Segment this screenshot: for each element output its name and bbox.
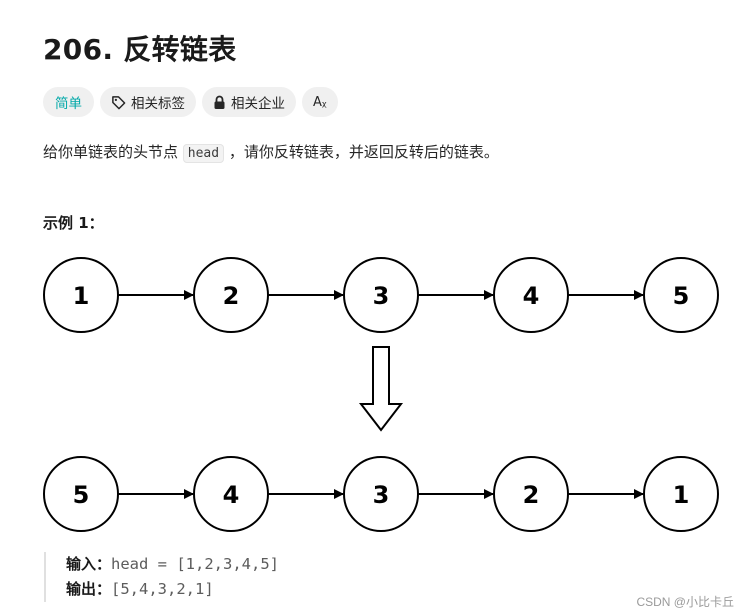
input-node-value: 3 [373, 282, 390, 310]
output-label: 输出： [66, 580, 112, 598]
input-node [643, 257, 719, 333]
translate-icon: Aᵪ [313, 94, 327, 110]
related-tags-label: 相关标签 [131, 96, 185, 112]
description-text-before: 给你单链表的头节点 [43, 143, 183, 161]
description-code: head [182, 144, 225, 163]
input-line: 输入：head = [1,2,3,4,5] [66, 552, 279, 577]
related-companies-label: 相关企业 [231, 96, 285, 112]
translate-button[interactable]: Aᵪ [302, 87, 338, 117]
watermark: CSDN @小比卡丘 [636, 595, 734, 609]
output-list: 5 4 3 2 1 [43, 456, 719, 532]
input-value: head = [1,2,3,4,5] [111, 555, 279, 573]
output-node-value: 1 [673, 481, 690, 509]
input-node [493, 257, 569, 333]
linked-list-diagram: 1 2 3 4 5 5 4 3 2 1 [43, 257, 719, 532]
reverse-arrow [358, 346, 404, 432]
tag-bar: 简单 相关标签 相关企业 Aᵪ [43, 87, 338, 117]
input-node-value: 4 [523, 282, 540, 310]
output-node-value: 4 [223, 481, 240, 509]
related-tags-button[interactable]: 相关标签 [100, 87, 196, 117]
input-node [193, 257, 269, 333]
output-node [493, 456, 569, 532]
problem-title: 206. 反转链表 [43, 33, 237, 66]
description-text-after: ，请你反转链表，并返回反转后的链表。 [224, 143, 499, 161]
output-node [193, 456, 269, 532]
problem-description: 给你单链表的头节点 head ，请你反转链表，并返回反转后的链表。 [43, 140, 499, 166]
input-node [343, 257, 419, 333]
output-node [643, 456, 719, 532]
lock-icon [213, 95, 226, 110]
output-node-value: 5 [73, 481, 90, 509]
related-companies-button[interactable]: 相关企业 [202, 87, 296, 117]
example-title: 示例 1： [43, 214, 104, 232]
output-node [343, 456, 419, 532]
input-label: 输入： [66, 555, 112, 573]
input-list: 1 2 3 4 5 [43, 257, 719, 333]
example-io: 输入：head = [1,2,3,4,5] 输出：[5,4,3,2,1] [44, 552, 279, 602]
output-node-value: 2 [523, 481, 540, 509]
input-node-value: 2 [223, 282, 240, 310]
output-node-value: 3 [373, 481, 390, 509]
output-line: 输出：[5,4,3,2,1] [66, 577, 279, 602]
output-node [43, 456, 119, 532]
input-node-value: 1 [73, 282, 90, 310]
tag-icon [111, 95, 126, 110]
difficulty-badge[interactable]: 简单 [43, 87, 94, 117]
output-value: [5,4,3,2,1] [111, 580, 214, 598]
input-node-value: 5 [673, 282, 690, 310]
input-node [43, 257, 119, 333]
difficulty-label: 简单 [55, 96, 82, 112]
